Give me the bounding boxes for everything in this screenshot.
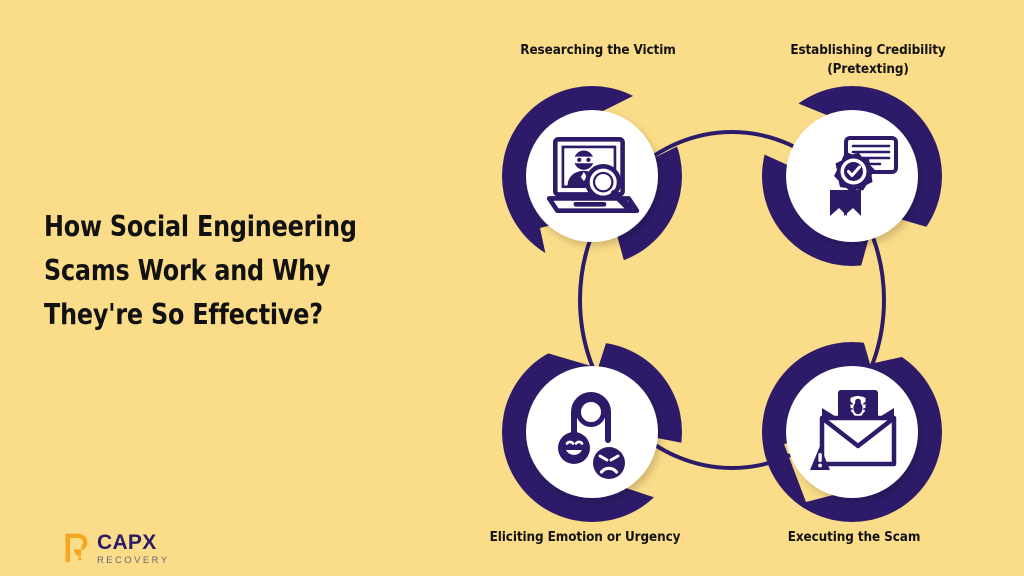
cycle-node-bottom-right — [762, 342, 942, 522]
brand-logo: CAPX RECOVERY — [62, 531, 169, 565]
logo-tagline: RECOVERY — [97, 553, 170, 565]
verified-badge-speech-bubble-icon — [830, 136, 898, 216]
envelope-malware-warning-icon — [810, 390, 897, 470]
cycle-node-top-right — [762, 86, 942, 266]
logo-name: CAPX — [97, 530, 157, 554]
cycle-node-caption-top-left: Researching the Victim — [520, 43, 676, 58]
cycle-node-caption-bottom-left: Eliciting Emotion or Urgency — [489, 530, 681, 545]
page-title: How Social Engineering Scams Work and Wh… — [44, 210, 357, 331]
cycle-connector-ring — [578, 130, 886, 470]
cycle-node-top-left — [502, 86, 682, 266]
laptop-masked-person-magnifier-icon — [546, 136, 640, 213]
cycle-node-bottom-left — [502, 342, 682, 522]
social-engineering-cycle-diagram — [440, 0, 1024, 576]
happy-sad-emotion-scale-icon — [558, 392, 625, 479]
cycle-node-caption-top-right: Establishing Credibility (Pretexting) — [790, 43, 946, 77]
cycle-node-caption-bottom-right: Executing the Scam — [787, 530, 921, 545]
cycle-svg — [502, 86, 942, 522]
capx-r-logomark-icon — [65, 533, 88, 563]
logo-wordmark: CAPX RECOVERY — [97, 532, 169, 564]
node-disc-bl — [526, 366, 658, 498]
